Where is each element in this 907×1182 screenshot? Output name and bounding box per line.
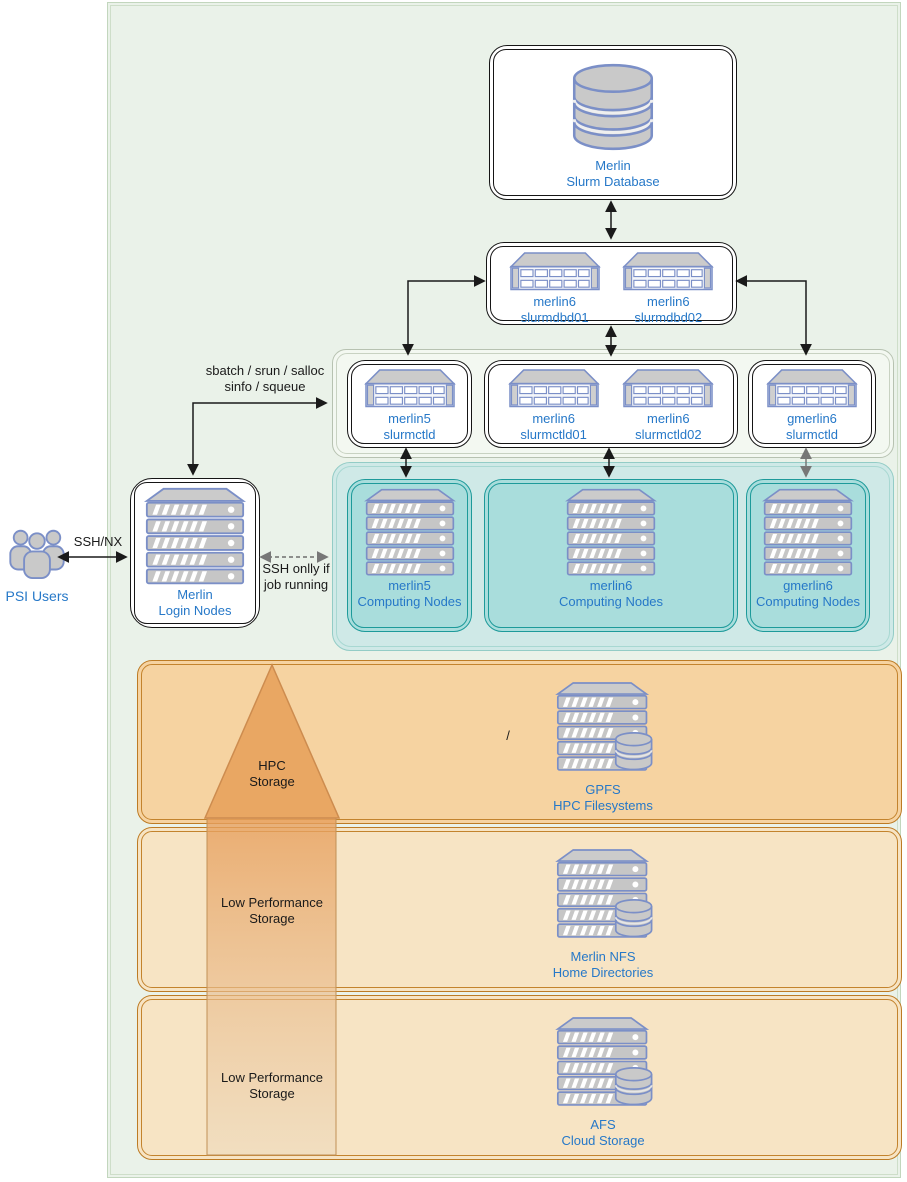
server-icon: [622, 367, 714, 411]
merlin6-slurmctld02-stack: merlin6 slurmctld02: [622, 361, 714, 443]
merlin6-computing-label: merlin6 Computing Nodes: [559, 578, 663, 610]
nfs-role: Home Directories: [552, 965, 654, 980]
slash-text: /: [506, 728, 510, 743]
afs-storage: AFS Cloud Storage: [503, 1011, 703, 1149]
merlin6-slurmctld02-name: merlin6: [647, 411, 690, 426]
login-nodes-label: Merlin Login Nodes: [159, 587, 232, 619]
slurm-database-node: Merlin Slurm Database: [489, 45, 737, 200]
database-icon: [562, 56, 664, 158]
slurmdbd02-stack: merlin6 slurmdbd02: [622, 243, 714, 326]
merlin6-slurmctld-node: merlin6 slurmctld01 merlin6 slurmctld02: [484, 360, 738, 448]
rack-server-icon: [360, 488, 460, 578]
merlin5-computing-name: merlin5: [388, 578, 431, 593]
gpfs-role: HPC Filesystems: [553, 798, 653, 813]
merlin5-slurmctld-name: merlin5: [388, 411, 431, 426]
root-mount-label: /: [498, 728, 518, 744]
ssh-nx-label: SSH/NX: [52, 534, 144, 550]
gpfs-name: GPFS: [585, 782, 621, 797]
pyramid-top-line1: HPC: [258, 758, 286, 773]
gmerlin6-computing-node: gmerlin6 Computing Nodes: [746, 479, 870, 632]
gpfs-storage: GPFS HPC Filesystems: [503, 676, 703, 814]
ssh-condition-label: SSH onlly if job running: [252, 561, 340, 593]
slurm-database-name: Merlin: [595, 158, 631, 173]
slurmdbd02-label: merlin6 slurmdbd02: [634, 294, 702, 326]
ssh-condition-line2: job running: [263, 577, 329, 592]
merlin6-slurmctld01-role: slurmctld01: [520, 427, 587, 442]
merlin6-computing-node: merlin6 Computing Nodes: [484, 479, 738, 632]
merlin5-computing-role: Computing Nodes: [357, 594, 462, 609]
batch-line2: sinfo / squeue: [224, 379, 306, 394]
nfs-label: Merlin NFS Home Directories: [553, 949, 653, 981]
gmerlin6-computing-name: gmerlin6: [783, 578, 833, 593]
slurmdbd01-label: merlin6 slurmdbd01: [521, 294, 589, 326]
gmerlin6-slurmctld-name: gmerlin6: [787, 411, 837, 426]
pyramid-hpc-storage-label: HPC Storage: [222, 758, 322, 790]
slurmdbd-node: merlin6 slurmdbd01 merlin6 slurmdbd02: [486, 242, 737, 325]
psi-users-label: PSI Users: [5, 588, 68, 604]
storage-server-icon: [551, 843, 655, 949]
pyramid-bot-line2: Storage: [249, 1086, 295, 1101]
slurmdbd02-name: merlin6: [647, 294, 690, 309]
storage-performance-arrow: [203, 663, 340, 1156]
server-icon: [766, 367, 858, 411]
merlin5-slurmctld-role: slurmctld: [383, 427, 436, 442]
gmerlin6-slurmctld-role: slurmctld: [785, 427, 838, 442]
merlin5-computing-node: merlin5 Computing Nodes: [347, 479, 472, 632]
server-icon: [622, 250, 714, 294]
gmerlin6-computing-label: gmerlin6 Computing Nodes: [756, 578, 860, 610]
batch-line1: sbatch / srun / salloc: [205, 363, 325, 378]
merlin5-slurmctld-node: merlin5 slurmctld: [347, 360, 472, 448]
slurmdbd01-name: merlin6: [533, 294, 576, 309]
login-nodes-name: Merlin: [177, 587, 213, 602]
users-icon: [6, 520, 68, 588]
afs-name: AFS: [590, 1117, 616, 1132]
slurmdbd01-role: slurmdbd01: [520, 310, 589, 325]
pyramid-mid-line1: Low Performance: [221, 895, 323, 910]
merlin5-slurmctld-label: merlin5 slurmctld: [383, 411, 435, 443]
gpfs-label: GPFS HPC Filesystems: [553, 782, 653, 814]
ssh-condition-line1: SSH onlly if: [262, 561, 330, 576]
nfs-storage: Merlin NFS Home Directories: [503, 843, 703, 981]
merlin6-slurmctld01-name: merlin6: [532, 411, 575, 426]
login-nodes-node: Merlin Login Nodes: [130, 478, 260, 628]
merlin6-slurmctld01-label: merlin6 slurmctld01: [520, 411, 586, 443]
login-nodes-role: Login Nodes: [158, 603, 232, 618]
pyramid-top-line2: Storage: [249, 774, 295, 789]
gmerlin6-slurmctld-node: gmerlin6 slurmctld: [748, 360, 876, 448]
slurm-database-role: Slurm Database: [566, 174, 660, 189]
rack-server-icon: [561, 488, 661, 578]
server-icon: [508, 367, 600, 411]
batch-commands-label: sbatch / srun / salloc sinfo / squeue: [190, 363, 340, 395]
gmerlin6-computing-role: Computing Nodes: [755, 594, 861, 609]
pyramid-low-performance-label-1: Low Performance Storage: [192, 895, 352, 927]
merlin6-slurmctld02-role: slurmctld02: [635, 427, 702, 442]
merlin6-slurmctld01-stack: merlin6 slurmctld01: [508, 361, 600, 443]
merlin6-computing-role: Computing Nodes: [558, 594, 664, 609]
pyramid-low-performance-label-2: Low Performance Storage: [192, 1070, 352, 1102]
server-icon: [509, 250, 601, 294]
gmerlin6-slurmctld-label: gmerlin6 slurmctld: [786, 411, 838, 443]
pyramid-mid-line2: Storage: [249, 911, 295, 926]
rack-server-icon: [139, 487, 251, 587]
storage-server-icon: [551, 676, 655, 782]
psi-users: PSI Users: [2, 520, 72, 604]
slurm-database-label: Merlin Slurm Database: [566, 158, 659, 190]
ssh-nx-text: SSH/NX: [73, 534, 123, 549]
slurmdbd01-stack: merlin6 slurmdbd01: [509, 243, 601, 326]
rack-server-icon: [758, 488, 858, 578]
nfs-name: Merlin NFS: [570, 949, 636, 964]
slurmdbd02-role: slurmdbd02: [634, 310, 703, 325]
afs-label: AFS Cloud Storage: [561, 1117, 644, 1149]
pyramid-bot-line1: Low Performance: [221, 1070, 323, 1085]
afs-role: Cloud Storage: [561, 1133, 645, 1148]
server-icon: [364, 367, 456, 411]
merlin6-slurmctld02-label: merlin6 slurmctld02: [635, 411, 701, 443]
storage-server-icon: [551, 1011, 655, 1117]
merlin6-computing-name: merlin6: [589, 578, 633, 593]
merlin5-computing-label: merlin5 Computing Nodes: [357, 578, 461, 610]
psi-users-text: PSI Users: [5, 588, 69, 604]
